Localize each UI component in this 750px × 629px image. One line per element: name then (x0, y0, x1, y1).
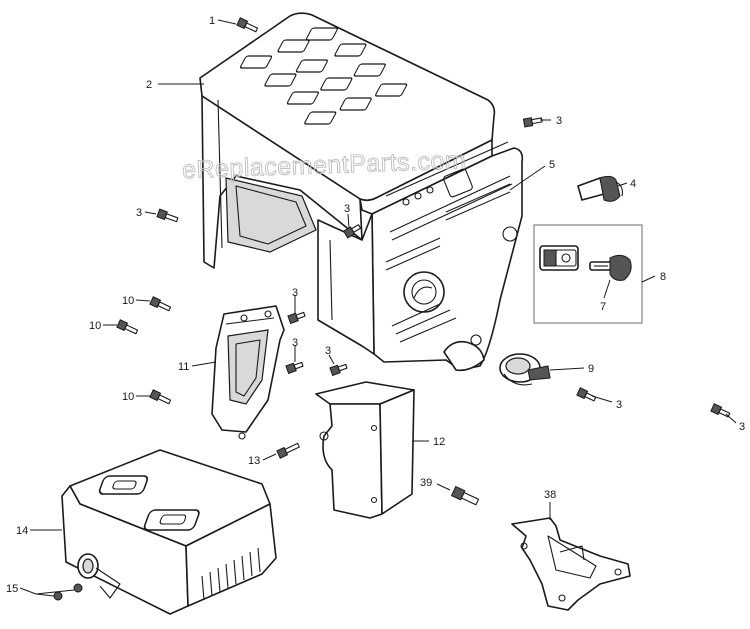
callout-3c: 3 (344, 203, 350, 215)
leader-lines (19, 19, 737, 597)
part-38-bracket (511, 517, 631, 611)
callout-7: 7 (600, 301, 606, 313)
callout-11: 11 (178, 361, 189, 373)
part-2-shroud (199, 12, 496, 269)
callout-labels: 1 2 3 3 3 3 3 3 3 3 4 5 7 8 9 10 10 10 1… (6, 15, 745, 595)
callout-3f: 3 (325, 345, 331, 357)
callout-3g: 3 (616, 399, 622, 411)
callout-3h: 3 (739, 421, 745, 433)
callout-3e: 3 (292, 337, 298, 349)
callout-8: 8 (660, 271, 666, 283)
part-7-key (589, 254, 632, 281)
callout-3b: 3 (136, 207, 142, 219)
callout-5: 5 (549, 159, 555, 171)
part-4-key (577, 175, 623, 202)
callout-10a: 10 (122, 295, 134, 307)
callout-12: 12 (433, 436, 445, 448)
part-9-knob (499, 353, 551, 386)
part-11-bracket (211, 305, 285, 440)
callout-13: 13 (248, 455, 260, 467)
callout-2: 2 (146, 79, 152, 91)
callout-3d: 3 (292, 287, 298, 299)
callout-4: 4 (630, 178, 636, 190)
callout-10b: 10 (89, 320, 101, 332)
part-5-control-panel (317, 141, 524, 372)
callout-1: 1 (209, 15, 215, 27)
callout-15: 15 (6, 583, 18, 595)
part-8-ignition-switch-box (533, 224, 643, 324)
part-12-bracket (315, 381, 415, 519)
part-14-muffler (61, 449, 277, 615)
screw-hardware (53, 17, 731, 601)
callout-9: 9 (588, 363, 594, 375)
callout-39: 39 (420, 477, 432, 489)
callout-38: 38 (544, 489, 556, 501)
callout-14: 14 (16, 525, 28, 537)
callout-10c: 10 (122, 391, 134, 403)
callout-3a: 3 (556, 115, 562, 127)
